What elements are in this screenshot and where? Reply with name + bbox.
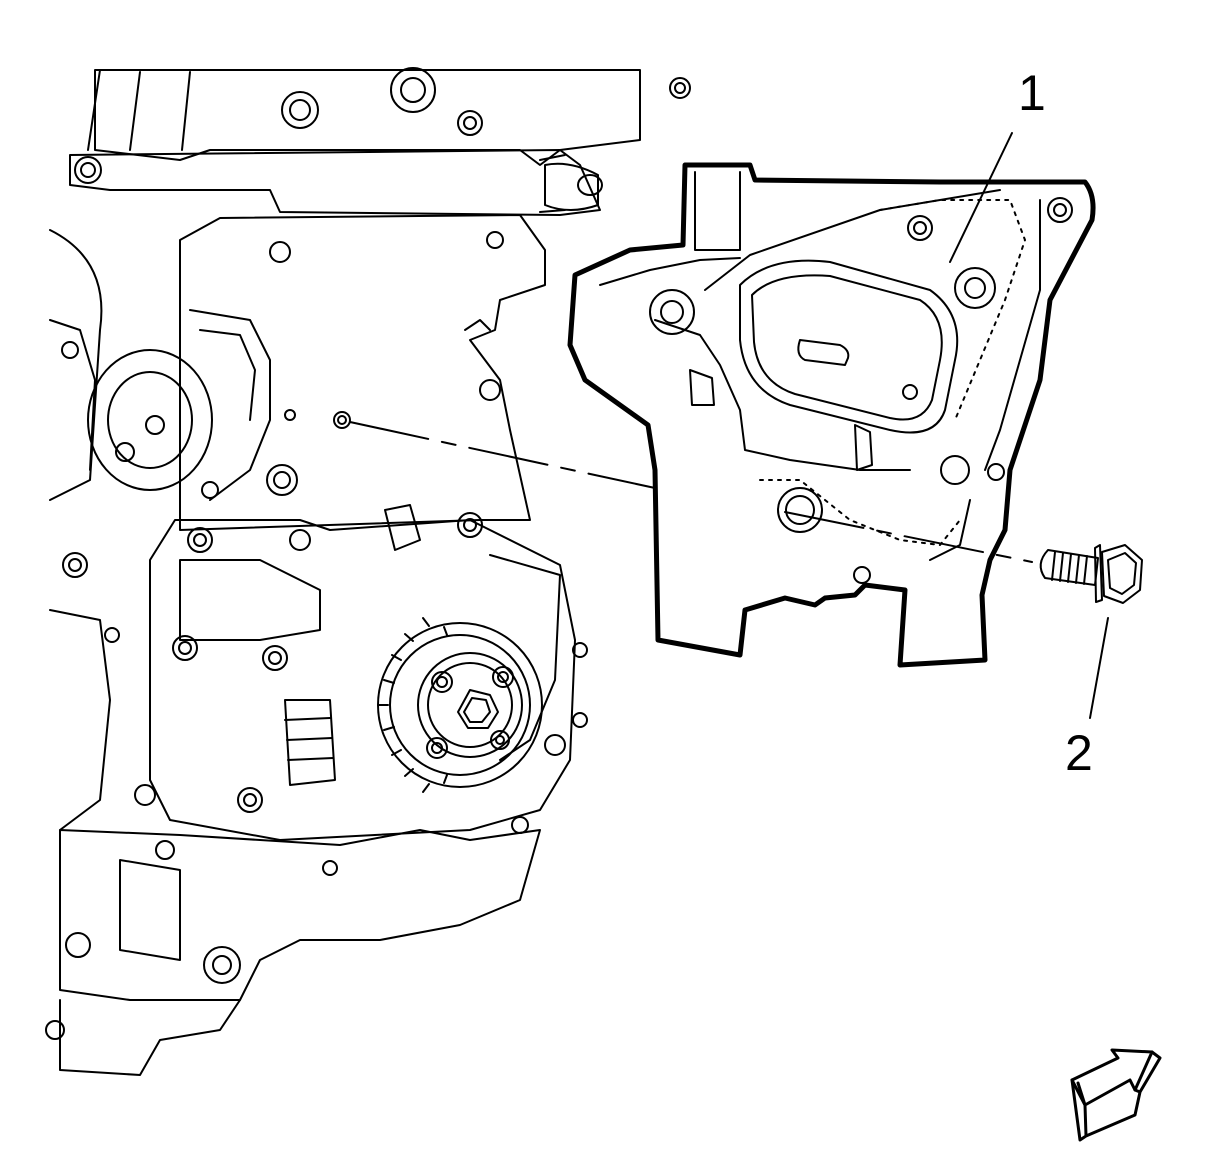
flange-bolt-part bbox=[1039, 544, 1143, 604]
engine-block bbox=[45, 67, 691, 1076]
leader-lines bbox=[349, 132, 1109, 719]
callout-label-1: 1 bbox=[1018, 65, 1046, 121]
callout-label-2: 2 bbox=[1065, 725, 1093, 781]
front-direction-arrow-icon bbox=[1070, 1048, 1162, 1142]
timing-cover-part bbox=[567, 162, 1096, 668]
